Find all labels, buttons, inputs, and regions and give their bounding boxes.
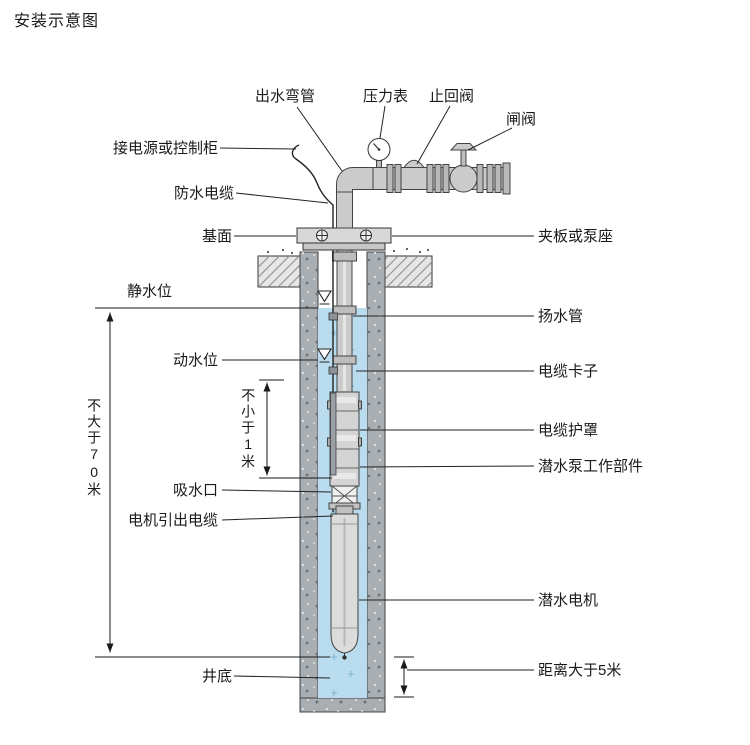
label-suction-inlet: 吸水口: [172, 482, 218, 499]
end-flange: [502, 162, 511, 195]
above-ground-piping: [336, 138, 511, 229]
ground-surface: [257, 247, 433, 288]
well-casing: [299, 251, 386, 713]
label-motor-cable: 电机引出电缆: [127, 512, 218, 529]
flange: [434, 164, 442, 193]
cable-line: [291, 144, 334, 512]
dimension-bottom-clearance: [394, 656, 414, 698]
page-title: 安装示意图: [14, 13, 100, 30]
label-riser-pipe: 扬水管: [538, 308, 584, 325]
base-plate: [296, 227, 392, 251]
label-cable-clamp: 电缆卡子: [538, 363, 599, 380]
label-power-cabinet: 接电源或控制柜: [112, 140, 218, 157]
leader-suction-inlet: [221, 489, 332, 493]
pressure-gauge-part: [367, 138, 391, 168]
flange: [394, 164, 402, 193]
leader-lines: [219, 105, 535, 679]
bolt-icon: [360, 229, 372, 242]
leader-check-valve: [416, 105, 451, 165]
label-cable-guard: 电缆护罩: [538, 422, 599, 439]
flange: [386, 164, 394, 193]
label-static-level: 静水位: [126, 283, 172, 300]
gate-valve-part: [442, 143, 484, 193]
leader-pump-parts: [359, 465, 535, 468]
check-valve-part: [403, 159, 425, 168]
flange: [494, 164, 502, 193]
label-check-valve: 止回阀: [429, 88, 475, 105]
ground-speckles: [266, 247, 430, 255]
leader-motor-cable: [221, 515, 334, 521]
cable-guard-strip: [330, 392, 337, 476]
label-outlet-elbow: 出水弯管: [255, 88, 316, 105]
label-clamp-pump-seat: 夹板或泵座: [538, 228, 614, 245]
riser-pipe: [332, 249, 357, 393]
leader-waterproof-cable: [235, 192, 329, 204]
leader-gate-valve: [467, 127, 513, 151]
cable-clamps: [328, 312, 338, 375]
dimension-depth-max: [95, 307, 330, 658]
label-base-surface: 基面: [201, 228, 232, 245]
label-pressure-gauge: 压力表: [363, 88, 409, 105]
dimension-min-submergence: [259, 379, 332, 479]
flange: [486, 164, 494, 193]
dynamic-water-level-marker: [317, 348, 332, 363]
label-well-bottom: 井底: [201, 668, 232, 685]
bolt-icon: [316, 229, 328, 242]
leader-pressure-gauge: [379, 105, 386, 139]
vertical-discharge-pipe: [336, 189, 353, 229]
flange: [426, 164, 434, 193]
label-gate-valve: 闸阀: [506, 111, 537, 128]
label-waterproof-cable: 防水电缆: [173, 185, 234, 202]
static-water-level-marker: [317, 290, 332, 305]
label-min-submergence: 不小于1米: [240, 388, 257, 470]
leader-well-bottom: [233, 675, 331, 679]
pipe-coupling: [332, 251, 357, 262]
label-clearance: 距离大于5米: [538, 662, 622, 679]
outlet-elbow-pipe: [336, 167, 375, 193]
label-motor: 潜水电机: [538, 592, 599, 609]
leader-power-cabinet: [219, 147, 297, 150]
leader-outlet-elbow: [296, 106, 343, 172]
pump-working-parts: [327, 391, 362, 487]
pipe-coupling: [332, 355, 357, 365]
label-dynamic-level: 动水位: [172, 352, 218, 369]
label-max-depth: 不大于70米: [86, 398, 103, 498]
submersible-motor-part: [330, 505, 359, 660]
label-pump-parts: 潜水泵工作部件: [538, 458, 644, 475]
